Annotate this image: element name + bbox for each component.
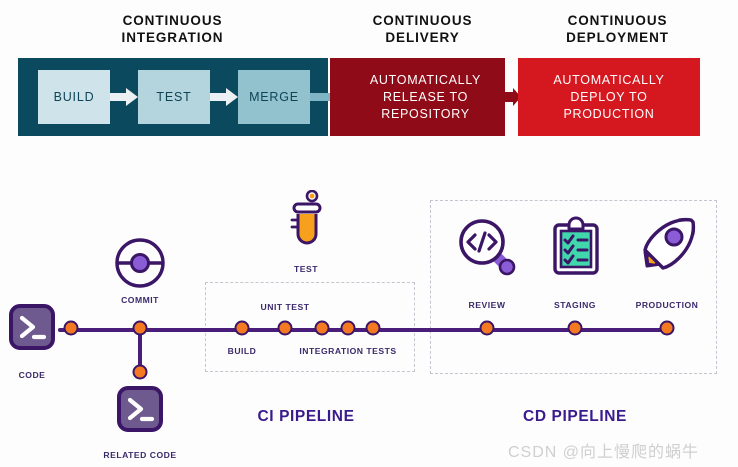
continuous-integration-panel: BUILD TEST MERGE bbox=[18, 58, 358, 136]
deployment-panel-text: AUTOMATICALLY DEPLOY TO PRODUCTION bbox=[553, 73, 665, 121]
terminal-icon bbox=[117, 386, 163, 432]
rocket-icon bbox=[643, 217, 696, 270]
phase-title-continuous-delivery: CONTINUOUS DELIVERY bbox=[372, 13, 473, 45]
caption-test: TEST bbox=[294, 264, 318, 274]
pipeline-node-staging[interactable] bbox=[567, 320, 583, 336]
clipboard-checklist-icon bbox=[553, 216, 599, 275]
pipeline-node-review[interactable] bbox=[479, 320, 495, 336]
production-icon-group[interactable] bbox=[633, 212, 699, 283]
stage-box-merge: MERGE bbox=[238, 70, 310, 124]
cd-pipeline-title: CD PIPELINE bbox=[523, 408, 627, 425]
terminal-icon bbox=[9, 304, 55, 350]
phase-title-continuous-integration: CONTINUOUS INTEGRATION bbox=[121, 13, 224, 45]
caption-commit: COMMIT bbox=[121, 295, 159, 305]
pipeline-node-related-code[interactable] bbox=[132, 364, 148, 380]
stage-box-build: BUILD bbox=[38, 70, 110, 124]
delivery-panel-text: AUTOMATICALLY RELEASE TO REPOSITORY bbox=[369, 73, 482, 121]
pipeline-node-build[interactable] bbox=[234, 320, 250, 336]
arrow-right-icon bbox=[210, 88, 238, 106]
caption-related-code: RELATED CODE bbox=[103, 450, 177, 460]
phase-title-continuous-deployment: CONTINUOUS DEPLOYMENT bbox=[566, 13, 669, 45]
pipeline-branch-track bbox=[138, 328, 142, 372]
review-icon-group[interactable] bbox=[456, 216, 518, 283]
pipeline-node-commit[interactable] bbox=[132, 320, 148, 336]
ci-pipeline-title: CI PIPELINE bbox=[257, 408, 355, 425]
cd-stage-group-boundary bbox=[430, 200, 717, 374]
continuous-delivery-panel: AUTOMATICALLY RELEASE TO REPOSITORY bbox=[330, 58, 505, 136]
stage-label-build: BUILD bbox=[227, 346, 257, 356]
devops-banner: CONTINUOUS INTEGRATION CONTINUOUS DELIVE… bbox=[0, 0, 738, 155]
continuous-deployment-panel: AUTOMATICALLY DEPLOY TO PRODUCTION bbox=[518, 58, 700, 136]
cicd-pipeline-diagram: CODE RELATED CODE COMMIT TEST bbox=[0, 160, 738, 467]
test-icon-group[interactable] bbox=[287, 189, 327, 257]
related-code-icon-group[interactable] bbox=[116, 385, 164, 438]
stage-label-integration-tests: INTEGRATION TESTS bbox=[299, 346, 397, 356]
pipeline-node-unit-test[interactable] bbox=[277, 320, 293, 336]
pipeline-node-production[interactable] bbox=[659, 320, 675, 336]
caption-review: REVIEW bbox=[468, 300, 506, 310]
arrow-right-icon bbox=[110, 88, 138, 106]
pipeline-node[interactable] bbox=[63, 320, 79, 336]
caption-production: PRODUCTION bbox=[635, 300, 699, 310]
pipeline-node-integration[interactable] bbox=[314, 320, 330, 336]
pipeline-node-integration[interactable] bbox=[340, 320, 356, 336]
arrow-right-icon bbox=[505, 88, 521, 106]
stage-label-unit-test: UNIT TEST bbox=[260, 302, 310, 312]
code-icon-group[interactable] bbox=[8, 303, 56, 356]
csdn-watermark: CSDN @向上慢爬的蜗牛 bbox=[508, 444, 700, 461]
staging-icon-group[interactable] bbox=[550, 215, 602, 282]
caption-staging: STAGING bbox=[553, 300, 596, 310]
magnifier-code-icon bbox=[459, 219, 516, 276]
ci-stage-group-boundary bbox=[205, 282, 415, 372]
commit-node-icon bbox=[115, 238, 165, 288]
pipeline-node-integration[interactable] bbox=[365, 320, 381, 336]
test-tube-icon bbox=[290, 189, 322, 245]
commit-icon-group[interactable] bbox=[112, 235, 168, 296]
stage-box-test: TEST bbox=[138, 70, 210, 124]
caption-code: CODE bbox=[18, 370, 46, 380]
